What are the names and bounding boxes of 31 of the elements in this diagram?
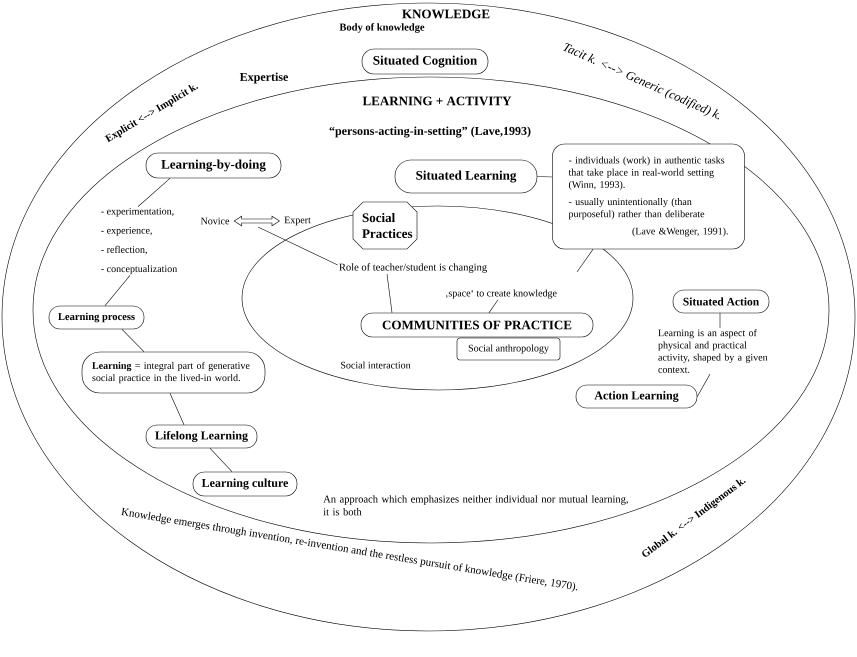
list-item: - experimentation, — [101, 208, 174, 217]
subheading: “persons-acting-in-setting” (Lave,1993) — [330, 126, 530, 138]
area-label: Social interaction — [341, 361, 410, 369]
connector-line — [104, 275, 130, 306]
connector-line — [138, 178, 170, 207]
note-text: ‚space‘ to create knowledge — [446, 289, 557, 299]
double-arrow — [234, 216, 280, 226]
term-label: Novice — [200, 218, 230, 224]
note-box: - individuals (work) in authentic tasks that take place in real-world setting (Winn, 1993). - usually unintentionally (than purposeful) rather than deliberate (Lave &Wenger, 1991). — [552, 144, 745, 250]
connector-line — [488, 299, 498, 313]
connector-line — [537, 176, 552, 178]
heading: KNOWLEDGE — [402, 10, 490, 18]
leader-line — [258, 226, 338, 266]
heading: LEARNING + ACTIVITY — [362, 96, 512, 106]
connector-line — [697, 374, 710, 397]
list-item: - experience, — [101, 227, 152, 236]
note-text: Learning is an aspect of physical and practical activity, shaped by a given context. — [658, 329, 768, 373]
band-label: Expertise — [240, 72, 288, 84]
note-text: Role of teacher/student is changing — [339, 263, 487, 273]
leader-line — [576, 249, 594, 272]
connector-line — [386, 274, 392, 313]
list-item: - conceptualization — [101, 265, 178, 274]
connector-line — [122, 329, 144, 352]
label-box: Social anthropology — [456, 338, 560, 360]
list-item: - reflection, — [101, 246, 147, 254]
connector-line — [210, 448, 232, 472]
term-label: Expert — [284, 216, 311, 226]
concept-octagon: Social Practices — [352, 202, 418, 250]
connector-line — [170, 393, 184, 425]
note-text: An approach which emphasizes neither individual nor mutual learning, it is both — [323, 495, 628, 516]
subheading: Body of knowledge — [340, 23, 424, 33]
